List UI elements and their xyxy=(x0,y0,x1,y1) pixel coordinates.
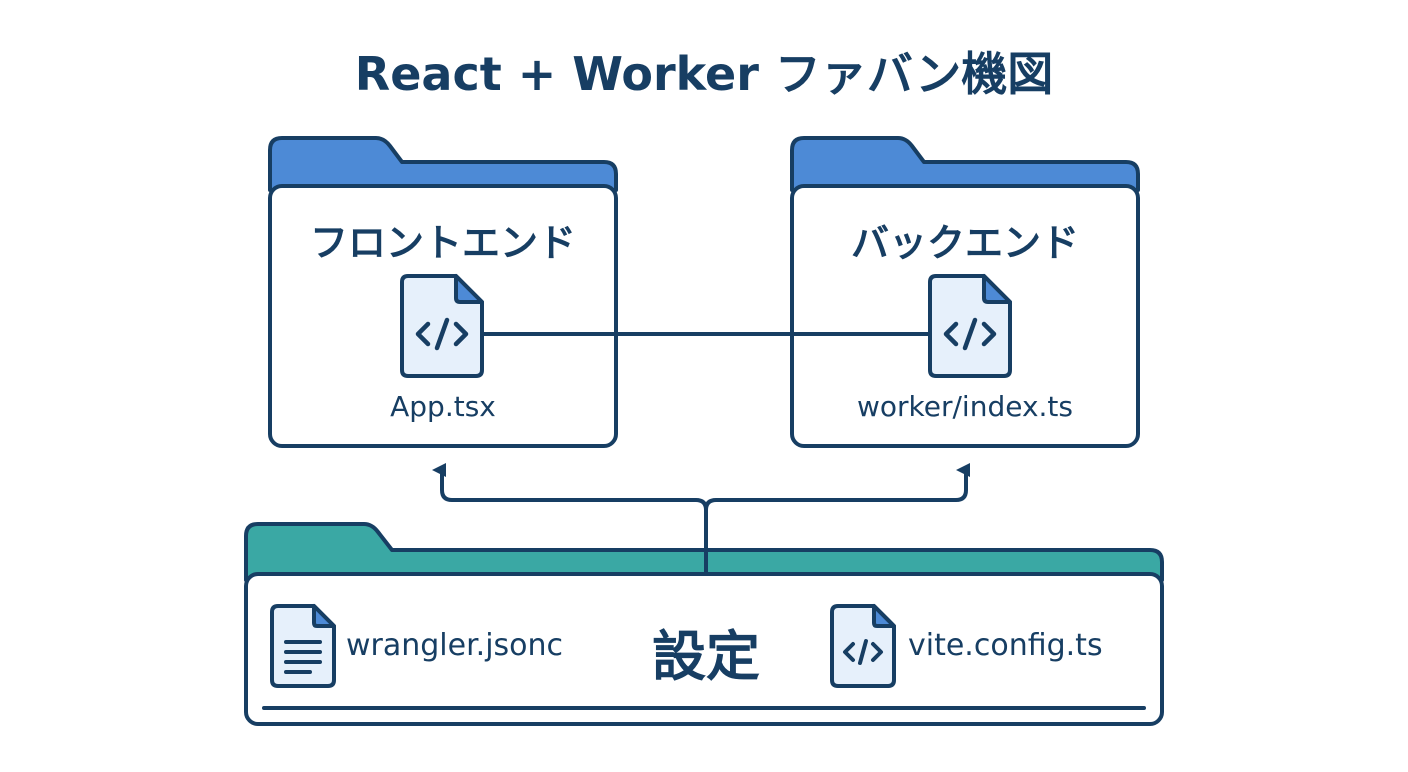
settings-file-label-vite: vite.config.ts xyxy=(908,628,1103,663)
backend-file-label: worker/index.ts xyxy=(856,390,1073,423)
settings-branch-connector xyxy=(432,463,970,574)
code-file-icon xyxy=(400,274,484,378)
page-title: React + Worker ファバン機図 xyxy=(354,47,1054,101)
settings-folder-label: 設定 xyxy=(652,625,760,688)
frontend-file-label: App.tsx xyxy=(390,390,496,423)
text-file-icon xyxy=(270,604,336,688)
backend-folder-label: バックエンド xyxy=(850,221,1079,265)
backend-folder-tab xyxy=(790,136,1140,192)
code-file-icon xyxy=(928,274,1012,378)
frontend-folder-label: フロントエンド xyxy=(309,221,576,265)
settings-file-label-wrangler: wrangler.jsonc xyxy=(346,628,564,663)
frontend-folder-tab xyxy=(268,136,618,192)
code-file-icon xyxy=(830,604,896,688)
